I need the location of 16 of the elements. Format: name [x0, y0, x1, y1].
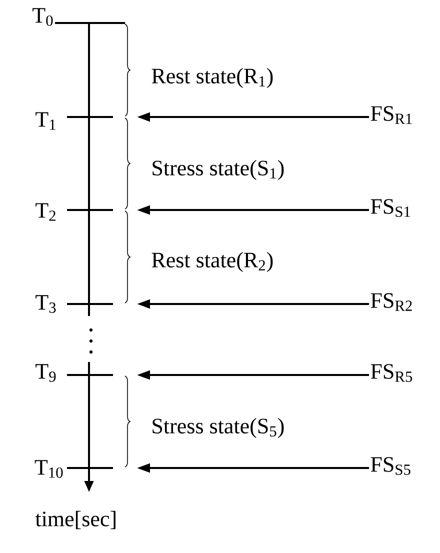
time-label: T$_{10}$ — [34, 460, 63, 478]
time-label: T$_{0}$ — [32, 8, 53, 26]
signal-label: FS$_{S5}$ — [370, 457, 410, 475]
axis-label: time[sec] — [35, 510, 116, 530]
state-label: Rest state(R$_{2}$) — [152, 252, 273, 272]
signal-label: FS$_{R5}$ — [370, 364, 412, 382]
time-label: T$_{3}$ — [36, 295, 56, 313]
state-label: Stress state(S$_{1}$) — [152, 160, 284, 180]
time-label: T$_{9}$ — [36, 364, 56, 382]
state-label: Stress state(S$_{5}$) — [152, 418, 284, 438]
time-label: T$_{2}$ — [36, 203, 56, 221]
state-label: Rest state(R$_{1}$) — [152, 68, 273, 88]
time-label: T$_{1}$ — [36, 112, 56, 130]
signal-label: FS$_{R1}$ — [370, 106, 412, 124]
signal-label: FS$_{R2}$ — [370, 293, 412, 311]
signal-label: FS$_{S1}$ — [370, 199, 410, 217]
